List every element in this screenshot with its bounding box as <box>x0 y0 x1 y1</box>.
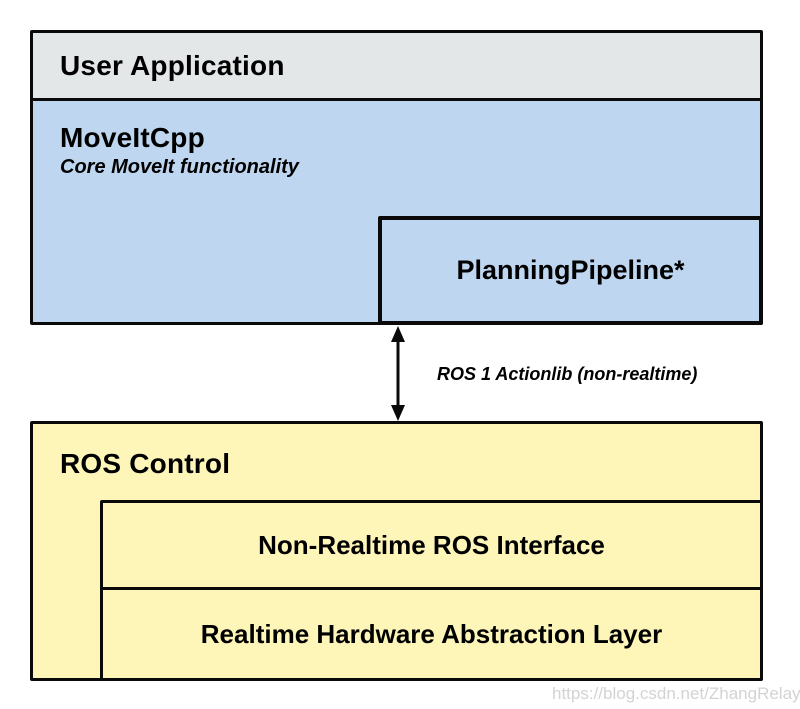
realtime-hardware-abstraction-layer-label: Realtime Hardware Abstraction Layer <box>200 618 663 649</box>
non-realtime-ros-interface-box: Non-Realtime ROS Interface <box>100 500 763 590</box>
planning-pipeline-title: PlanningPipeline* <box>456 255 685 285</box>
moveitcpp-title: MoveItCpp <box>60 122 205 153</box>
planning-pipeline-box: PlanningPipeline* <box>378 216 763 325</box>
user-application-box: User Application <box>30 30 763 101</box>
user-application-title: User Application <box>60 49 285 81</box>
non-realtime-ros-interface-label: Non-Realtime ROS Interface <box>258 529 605 560</box>
bidirectional-arrow-icon <box>384 326 412 421</box>
connector-label: ROS 1 Actionlib (non-realtime) <box>437 364 698 384</box>
ros-control-title: ROS Control <box>60 448 231 479</box>
watermark: https://blog.csdn.net/ZhangRelay <box>552 684 800 703</box>
moveitcpp-subtitle: Core MoveIt functionality <box>60 156 299 178</box>
realtime-hardware-abstraction-layer-box: Realtime Hardware Abstraction Layer <box>100 587 763 681</box>
